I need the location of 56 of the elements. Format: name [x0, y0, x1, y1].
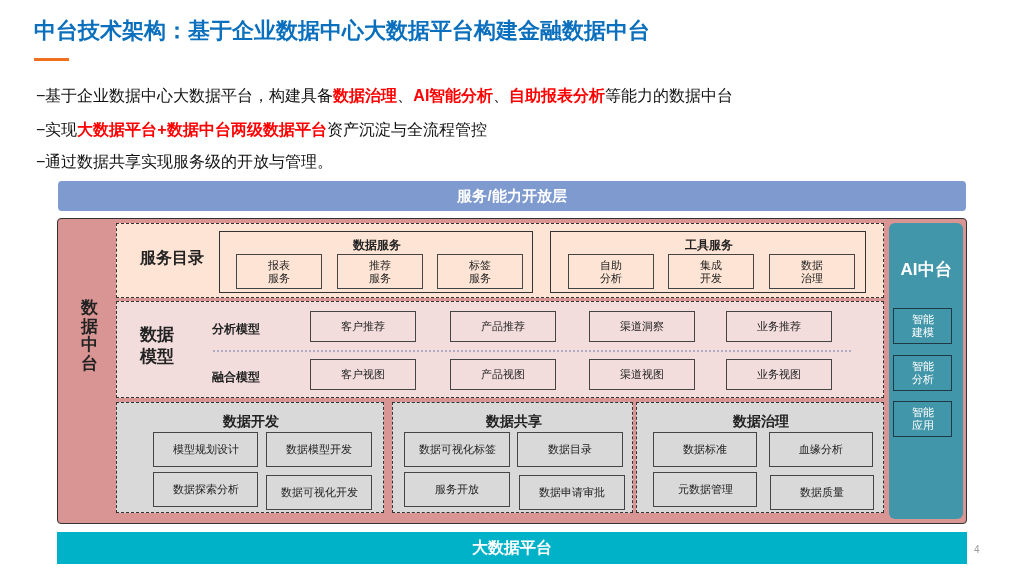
- module-box: 产品推荐: [450, 311, 556, 342]
- page-number: 4: [974, 543, 980, 557]
- module-box: 智能分析: [893, 355, 952, 391]
- section-panel: [116, 402, 384, 513]
- group-box: [550, 231, 866, 293]
- module-box: 服务开放: [404, 472, 510, 507]
- module-box: 渠道视图: [589, 359, 695, 390]
- section-title: 数据共享: [484, 412, 543, 431]
- module-box: 集成开发: [668, 254, 754, 289]
- section-panel: [392, 402, 633, 513]
- module-box: 业务视图: [726, 359, 832, 390]
- module-box: 数据模型开发: [266, 432, 372, 467]
- section-title: 服务目录: [140, 248, 205, 268]
- section-panel: [116, 301, 884, 398]
- module-box: 数据探索分析: [153, 472, 258, 507]
- module-box: 血缘分析: [769, 432, 873, 467]
- module-box: 数据质量: [770, 475, 874, 510]
- module-box: 自助分析: [568, 254, 654, 289]
- layer-band: 服务/能力开放层: [58, 181, 966, 211]
- module-box: 智能建模: [893, 308, 952, 344]
- module-box: 推荐服务: [337, 254, 423, 289]
- section-panel: [636, 402, 884, 513]
- section-title: AI中台: [899, 259, 953, 281]
- module-box: 产品视图: [450, 359, 556, 390]
- section-title: 分析模型: [212, 321, 261, 338]
- ai-panel: [889, 223, 963, 519]
- module-box: 数据可视化开发: [266, 475, 372, 510]
- module-box: 客户视图: [310, 359, 416, 390]
- platform-panel: [57, 218, 967, 524]
- group-box: [219, 231, 533, 293]
- bullet-text: −通过数据共享实现服务级的开放与管理。: [36, 152, 334, 172]
- section-title: 数据治理: [732, 412, 790, 431]
- module-box: 标签服务: [437, 254, 523, 289]
- section-title: 融合模型: [212, 369, 261, 386]
- bullet-text: −基于企业数据中心大数据平台，构建具备数据治理、AI智能分析、自助报表分析等能力的数据中台: [36, 86, 734, 106]
- module-box: 数据治理: [769, 254, 855, 289]
- section-title: 数据中台: [81, 299, 99, 374]
- module-box: 数据可视化标签: [404, 432, 510, 467]
- bullet-text: −实现大数据平台+数据中台两级数据平台资产沉淀与全流程管控: [36, 120, 487, 140]
- module-box: 渠道洞察: [589, 311, 695, 342]
- module-box: 数据标准: [653, 432, 757, 467]
- title: 中台技术架构：基于企业数据中心大数据平台构建金融数据中台: [34, 17, 650, 45]
- module-box: 数据目录: [517, 432, 623, 467]
- module-box: 智能应用: [893, 401, 952, 437]
- module-box: 数据申请审批: [519, 475, 625, 510]
- section-title: 数据服务: [352, 237, 402, 254]
- section-panel: [116, 223, 884, 298]
- module-box: 模型规划设计: [153, 432, 258, 467]
- module-box: 元数据管理: [653, 472, 757, 507]
- layer-band: 大数据平台: [57, 532, 967, 564]
- section-title: 数据开发: [222, 412, 280, 431]
- section-title: 数据模型: [140, 324, 175, 368]
- module-box: 客户推荐: [310, 311, 416, 342]
- section-title: 工具服务: [684, 237, 734, 254]
- module-box: 报表服务: [236, 254, 322, 289]
- module-box: 业务推荐: [726, 311, 832, 342]
